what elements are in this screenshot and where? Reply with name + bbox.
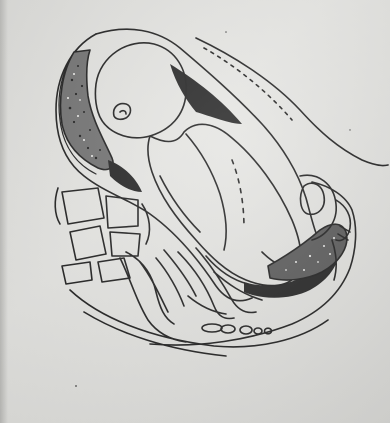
fetal-head	[95, 43, 186, 138]
rectum	[178, 248, 262, 319]
sacrum	[120, 250, 196, 342]
placenta	[61, 50, 114, 170]
lumbar-vertebrae	[55, 188, 149, 284]
coccyx	[202, 324, 272, 334]
